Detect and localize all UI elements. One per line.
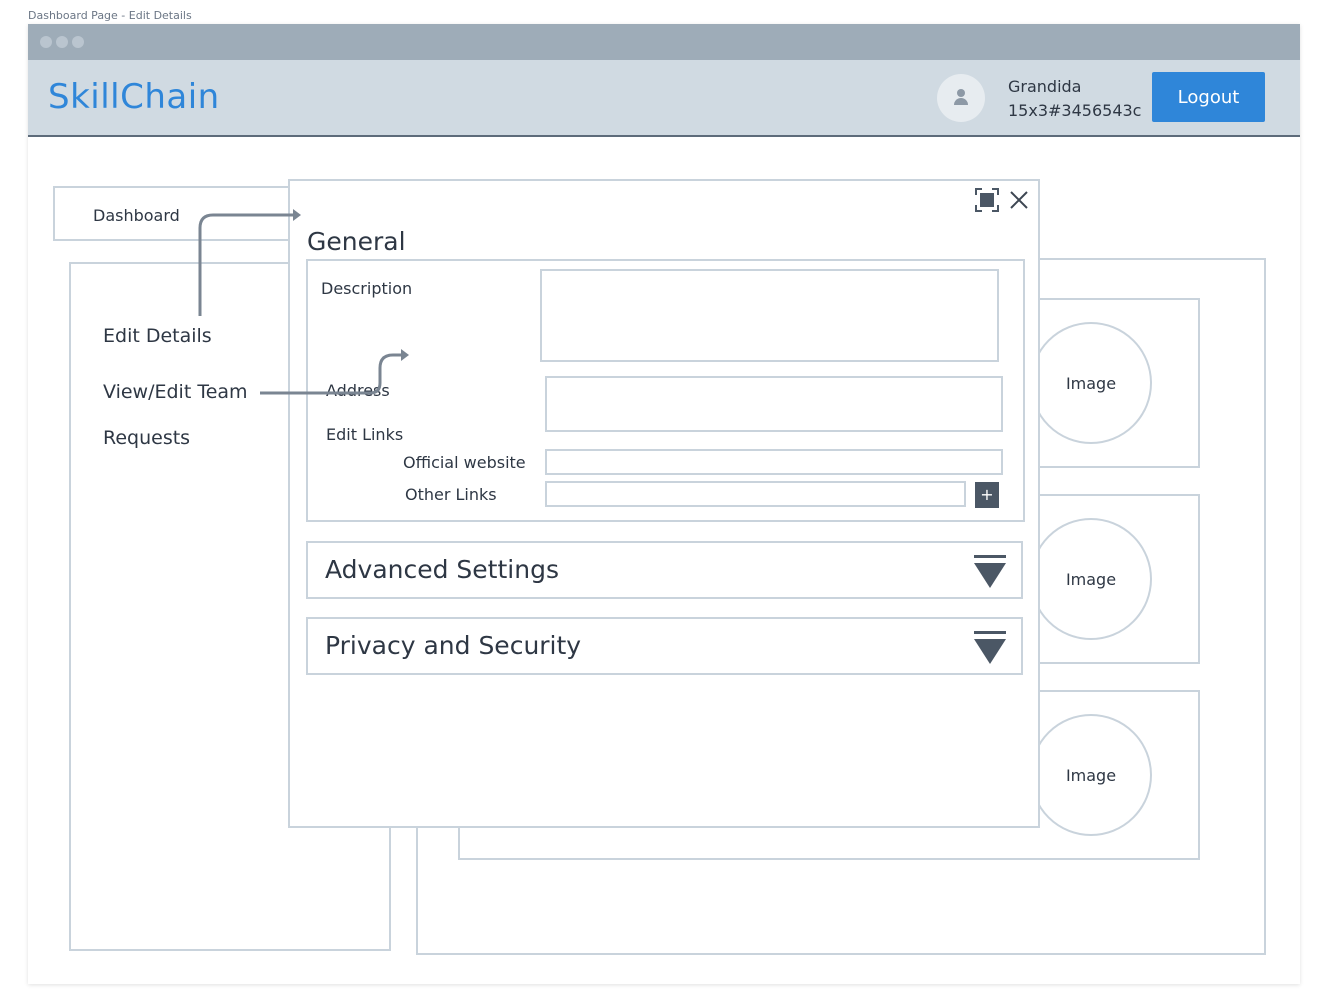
official-website-label: Official website — [403, 453, 526, 472]
user-id: 15x3#3456543c — [1008, 101, 1142, 120]
sidebar-item-view-edit-team[interactable]: View/Edit Team — [103, 381, 248, 403]
card-image: Image — [1030, 714, 1152, 836]
advanced-settings-title: Advanced Settings — [325, 555, 559, 584]
sidebar-item-requests[interactable]: Requests — [103, 427, 191, 449]
close-icon[interactable] — [1006, 187, 1032, 213]
card-image: Image — [1030, 322, 1152, 444]
app-header: SkillChain Grandida 15x3#3456543c Logout — [28, 60, 1300, 137]
user-icon — [957, 89, 965, 97]
edit-links-label: Edit Links — [326, 425, 404, 444]
page-label: Dashboard Page - Edit Details — [28, 9, 192, 22]
other-links-label: Other Links — [405, 485, 497, 504]
privacy-security-title: Privacy and Security — [325, 631, 582, 660]
window-dot-icon — [40, 36, 52, 48]
maximize-icon[interactable] — [974, 187, 1000, 213]
official-website-field[interactable] — [545, 449, 1003, 475]
brand-logo[interactable]: SkillChain — [48, 77, 220, 117]
app-window: SkillChain Grandida 15x3#3456543c Logout… — [28, 24, 1300, 984]
address-label: Address — [326, 381, 390, 400]
privacy-security-accordion[interactable]: Privacy and Security — [306, 617, 1023, 675]
general-section-title: General — [307, 227, 406, 256]
user-icon-body — [954, 98, 968, 105]
address-field[interactable] — [545, 376, 1003, 432]
dashboard-label: Dashboard — [93, 206, 180, 225]
window-titlebar — [28, 24, 1300, 60]
advanced-settings-accordion[interactable]: Advanced Settings — [306, 541, 1023, 599]
edit-details-modal: General Description Address Edit Links O… — [288, 179, 1040, 828]
sidebar-item-edit-details[interactable]: Edit Details — [103, 325, 212, 347]
logout-button[interactable]: Logout — [1152, 72, 1265, 122]
avatar[interactable] — [937, 74, 985, 122]
dashboard-tab[interactable]: Dashboard — [53, 186, 315, 241]
image-label: Image — [1065, 766, 1117, 785]
chevron-down-icon[interactable] — [972, 553, 1008, 591]
other-links-field[interactable] — [545, 481, 966, 507]
window-dot-icon — [72, 36, 84, 48]
add-link-button[interactable]: + — [975, 482, 999, 508]
image-label: Image — [1065, 570, 1117, 589]
general-section: Description Address Edit Links Official … — [306, 259, 1025, 522]
image-label: Image — [1065, 374, 1117, 393]
description-label: Description — [321, 279, 413, 298]
card-image: Image — [1030, 518, 1152, 640]
description-field[interactable] — [540, 269, 999, 362]
chevron-down-icon[interactable] — [972, 629, 1008, 667]
user-name: Grandida — [1008, 77, 1082, 96]
window-dot-icon — [56, 36, 68, 48]
